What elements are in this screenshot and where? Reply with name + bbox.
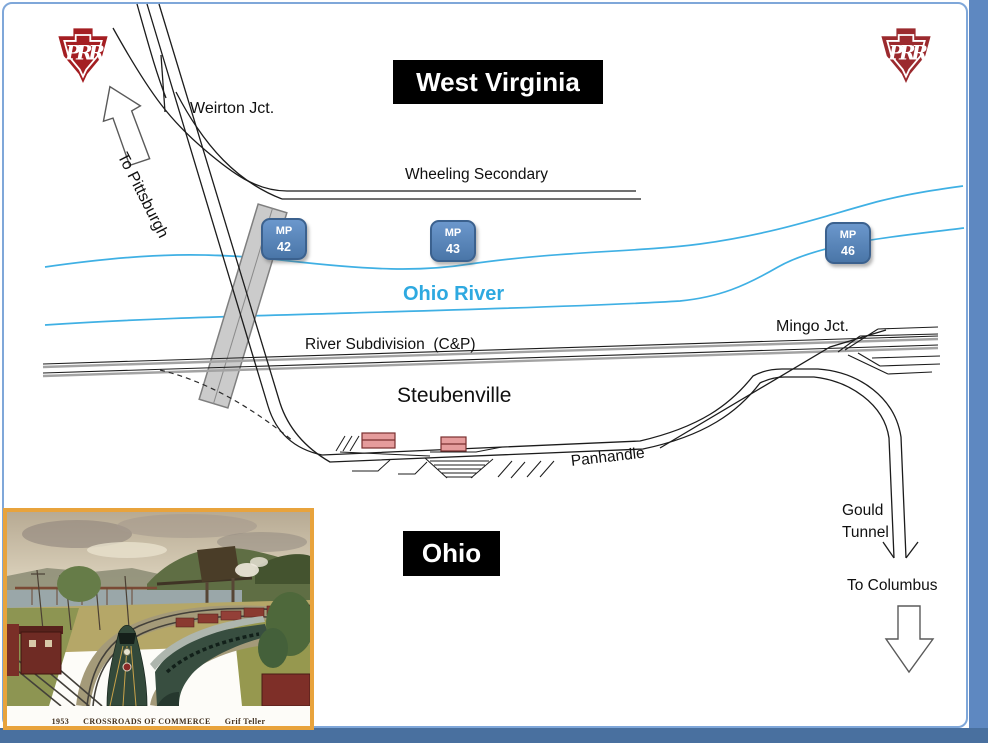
steubenville-yard — [335, 435, 555, 479]
caption-title: CROSSROADS OF COMMERCE — [83, 716, 211, 726]
painting-artwork — [6, 512, 314, 708]
milepost-badge-46: MP 46 — [825, 222, 871, 264]
painting-caption: 1953 CROSSROADS OF COMMERCE Grif Teller — [7, 711, 310, 731]
state-label-west-virginia: West Virginia — [393, 60, 603, 104]
weirton-jct-label: Weirton Jct. — [190, 100, 275, 117]
rail-map-canvas — [42, 3, 965, 674]
milepost-number: 42 — [277, 240, 291, 254]
locomotive — [106, 624, 148, 707]
milepost-badge-42: MP 42 — [261, 218, 307, 260]
ohio-river-label: Ohio River — [403, 283, 505, 305]
pittsburgh-main-track — [136, 3, 283, 407]
pittsburgh-arrow-icon — [102, 85, 151, 167]
caboose — [7, 624, 63, 676]
gould-tunnel-label-line2: Tunnel — [842, 524, 889, 541]
river-subdivision-track — [42, 335, 939, 378]
yard-buildings — [361, 432, 467, 452]
caption-year: 1953 — [51, 716, 70, 726]
prr-keystone-logo-right: PRR — [881, 28, 932, 83]
milepost-text: MP — [275, 225, 293, 237]
backdrop-band-right — [969, 0, 988, 743]
wheeling-secondary-label: Wheeling Secondary — [405, 166, 549, 183]
mingo-jct-label: Mingo Jct. — [776, 318, 849, 335]
gould-tunnel-label-line1: Gould — [842, 502, 884, 519]
prr-keystone-logo-left: PRR — [58, 28, 109, 83]
milepost-number: 46 — [841, 244, 855, 258]
state-label-ohio: Ohio — [403, 531, 500, 576]
wheeling-secondary-track — [112, 27, 641, 200]
abandoned-connector-dashed — [159, 369, 294, 442]
mingo-yard-tracks — [837, 326, 941, 375]
steubenville-label: Steubenville — [397, 384, 512, 407]
prr-logo-letters: PRR — [64, 41, 104, 65]
caption-artist: Grif Teller — [224, 716, 266, 726]
prr-logo-letters: PRR — [887, 41, 927, 65]
backdrop-band-bottom — [0, 728, 988, 743]
milepost-text: MP — [839, 229, 857, 241]
milepost-badge-43: MP 43 — [430, 220, 476, 262]
milepost-number: 43 — [446, 242, 460, 256]
milepost-text: MP — [444, 227, 462, 239]
crossroads-of-commerce-painting: 1953 CROSSROADS OF COMMERCE Grif Teller — [3, 508, 314, 730]
to-columbus-label: To Columbus — [847, 577, 938, 594]
river-subdivision-label: River Subdivision (C&P) — [305, 336, 476, 353]
passenger-train — [150, 616, 269, 706]
columbus-arrow-icon — [884, 605, 935, 674]
gould-tunnel-portal — [882, 541, 919, 559]
